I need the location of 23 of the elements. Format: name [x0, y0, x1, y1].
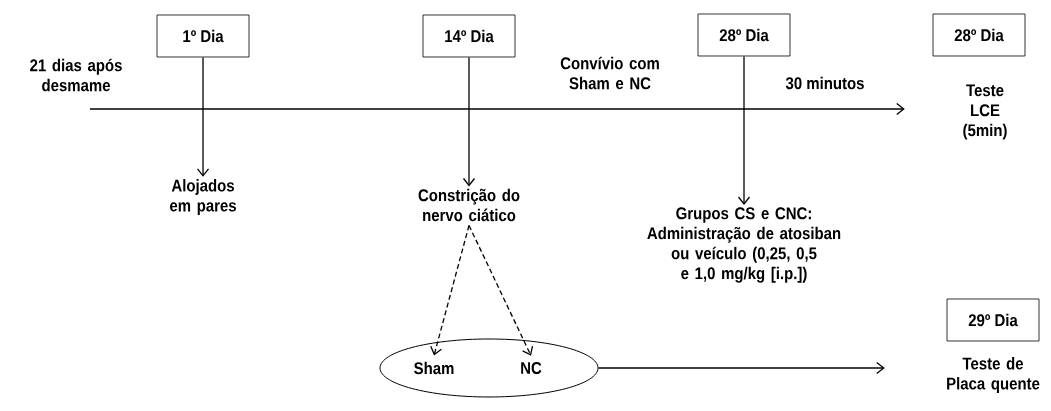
day-box: 1º Dia	[156, 14, 250, 58]
arrow	[737, 55, 751, 206]
step-text: Grupos CS e CNC: Administração de atosiban ou veículo (0,25, 0,5 e 1,0 mg/kg [i.p.])	[647, 207, 841, 283]
arrow	[462, 56, 476, 187]
day-box: 14º Dia	[422, 14, 516, 58]
ellipse-shape	[379, 338, 599, 398]
arrow	[196, 56, 210, 177]
arrow	[597, 361, 885, 375]
step-text: Sham	[414, 361, 454, 375]
step-text: Teste de Placa quente	[947, 357, 1040, 393]
note-text: 30 minutos	[785, 76, 864, 90]
step-text: Teste LCE (5min)	[963, 84, 1007, 140]
arrow	[468, 224, 534, 356]
day-box: 29º Dia	[946, 298, 1040, 342]
step-text: NC	[521, 361, 542, 374]
note-text: Convívio com Sham e NC	[560, 56, 659, 90]
note-text: 21 dias após desmame	[30, 58, 122, 92]
day-box: 28º Dia	[697, 13, 791, 57]
step-text: Alojados em pares	[170, 179, 236, 215]
arrow	[430, 224, 470, 356]
day-box: 28º Dia	[932, 13, 1026, 57]
arrow	[89, 102, 905, 116]
step-text: Constrição do nervo ciático	[418, 188, 520, 222]
